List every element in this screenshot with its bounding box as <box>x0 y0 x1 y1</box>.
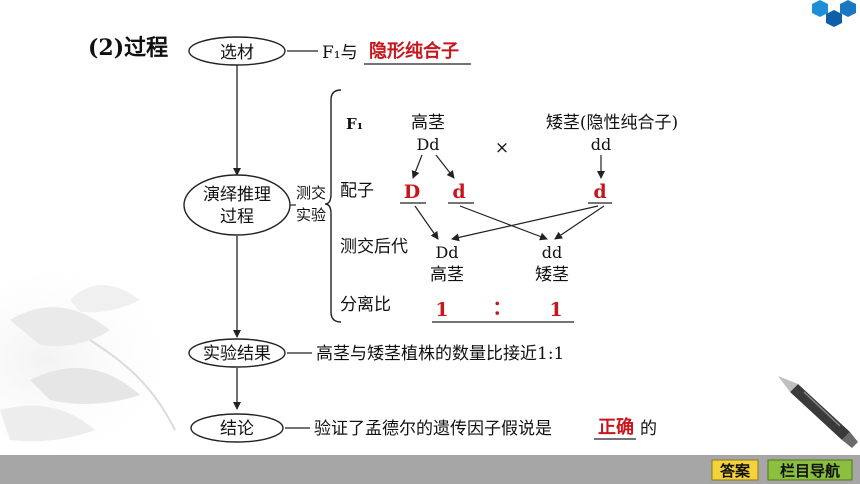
conclusion-prefix: 验证了孟德尔的遗传因子假说是 <box>314 419 552 439</box>
offspring1-genotype: Dd <box>435 243 458 262</box>
combine-arrow-3 <box>459 205 548 241</box>
combine-arrow-2 <box>451 205 599 242</box>
offspring-label: 测交后代 <box>340 237 408 257</box>
result-note: 高茎与矮茎植株的数量比接近1:1 <box>316 344 564 364</box>
hexagon-logo-icon <box>812 0 856 27</box>
select-note-prefix: F₁与 <box>322 43 358 63</box>
select-material-node <box>188 36 286 66</box>
answer-button-label[interactable]: 答案 <box>720 462 751 480</box>
section-title: (2)过程 <box>88 35 168 61</box>
answer-button-bg[interactable] <box>711 459 759 481</box>
parent2-genotype: dd <box>591 135 611 154</box>
test-cross-diagram: F₁ 高茎 Dd × 矮茎(隐性纯合子) dd 配子 D d d 测交后代 Dd… <box>340 113 678 323</box>
answer-button[interactable]: 答案 <box>711 459 759 481</box>
section-nav-button[interactable]: 栏目导航 <box>767 459 853 481</box>
gamete-label: 配子 <box>340 181 374 201</box>
parent1-genotype: Dd <box>416 135 439 154</box>
gamete-arrow-D <box>411 154 423 179</box>
section-nav-button-bg[interactable] <box>767 459 853 481</box>
conclusion-suffix: 的 <box>640 419 657 439</box>
deduction-label-line2: 过程 <box>220 207 254 227</box>
combine-arrow-4 <box>554 205 605 240</box>
result-node <box>188 338 286 368</box>
cross-symbol: × <box>495 138 509 158</box>
result-label: 实验结果 <box>203 344 271 364</box>
testcross-label-line1: 测交 <box>296 184 326 202</box>
ratio-right: 1 <box>549 299 562 321</box>
decorative-flower-image <box>0 270 190 450</box>
gamete-D: D <box>404 181 420 203</box>
gamete-d1: d <box>452 181 465 203</box>
conclusion-answer: 正确 <box>598 416 634 438</box>
ratio-label: 分离比 <box>340 295 391 315</box>
conclusion-label: 结论 <box>220 419 254 439</box>
ratio-left: 1 <box>435 299 448 321</box>
select-answer: 隐形纯合子 <box>369 40 459 62</box>
offspring2-genotype: dd <box>542 243 562 262</box>
f1-label: F₁ <box>346 115 363 133</box>
gamete-d2: d <box>593 181 606 203</box>
select-material-label: 选材 <box>220 43 254 63</box>
deduction-label-line1: 演绎推理 <box>203 185 271 205</box>
gamete-arrow-d1 <box>435 154 455 179</box>
conclusion-node <box>190 413 284 443</box>
curly-brace <box>324 89 342 323</box>
parent1-phenotype: 高茎 <box>411 113 445 133</box>
parent2-phenotype: 矮茎(隐性纯合子) <box>546 113 678 133</box>
offspring2-phenotype: 矮茎 <box>535 265 569 285</box>
offspring1-phenotype: 高茎 <box>430 265 464 285</box>
decorative-pen-image <box>778 376 858 448</box>
combine-arrow-1 <box>414 205 439 240</box>
section-nav-button-label[interactable]: 栏目导航 <box>780 462 840 480</box>
ratio-colon: ： <box>492 297 511 319</box>
testcross-label-line2: 实验 <box>296 206 326 224</box>
